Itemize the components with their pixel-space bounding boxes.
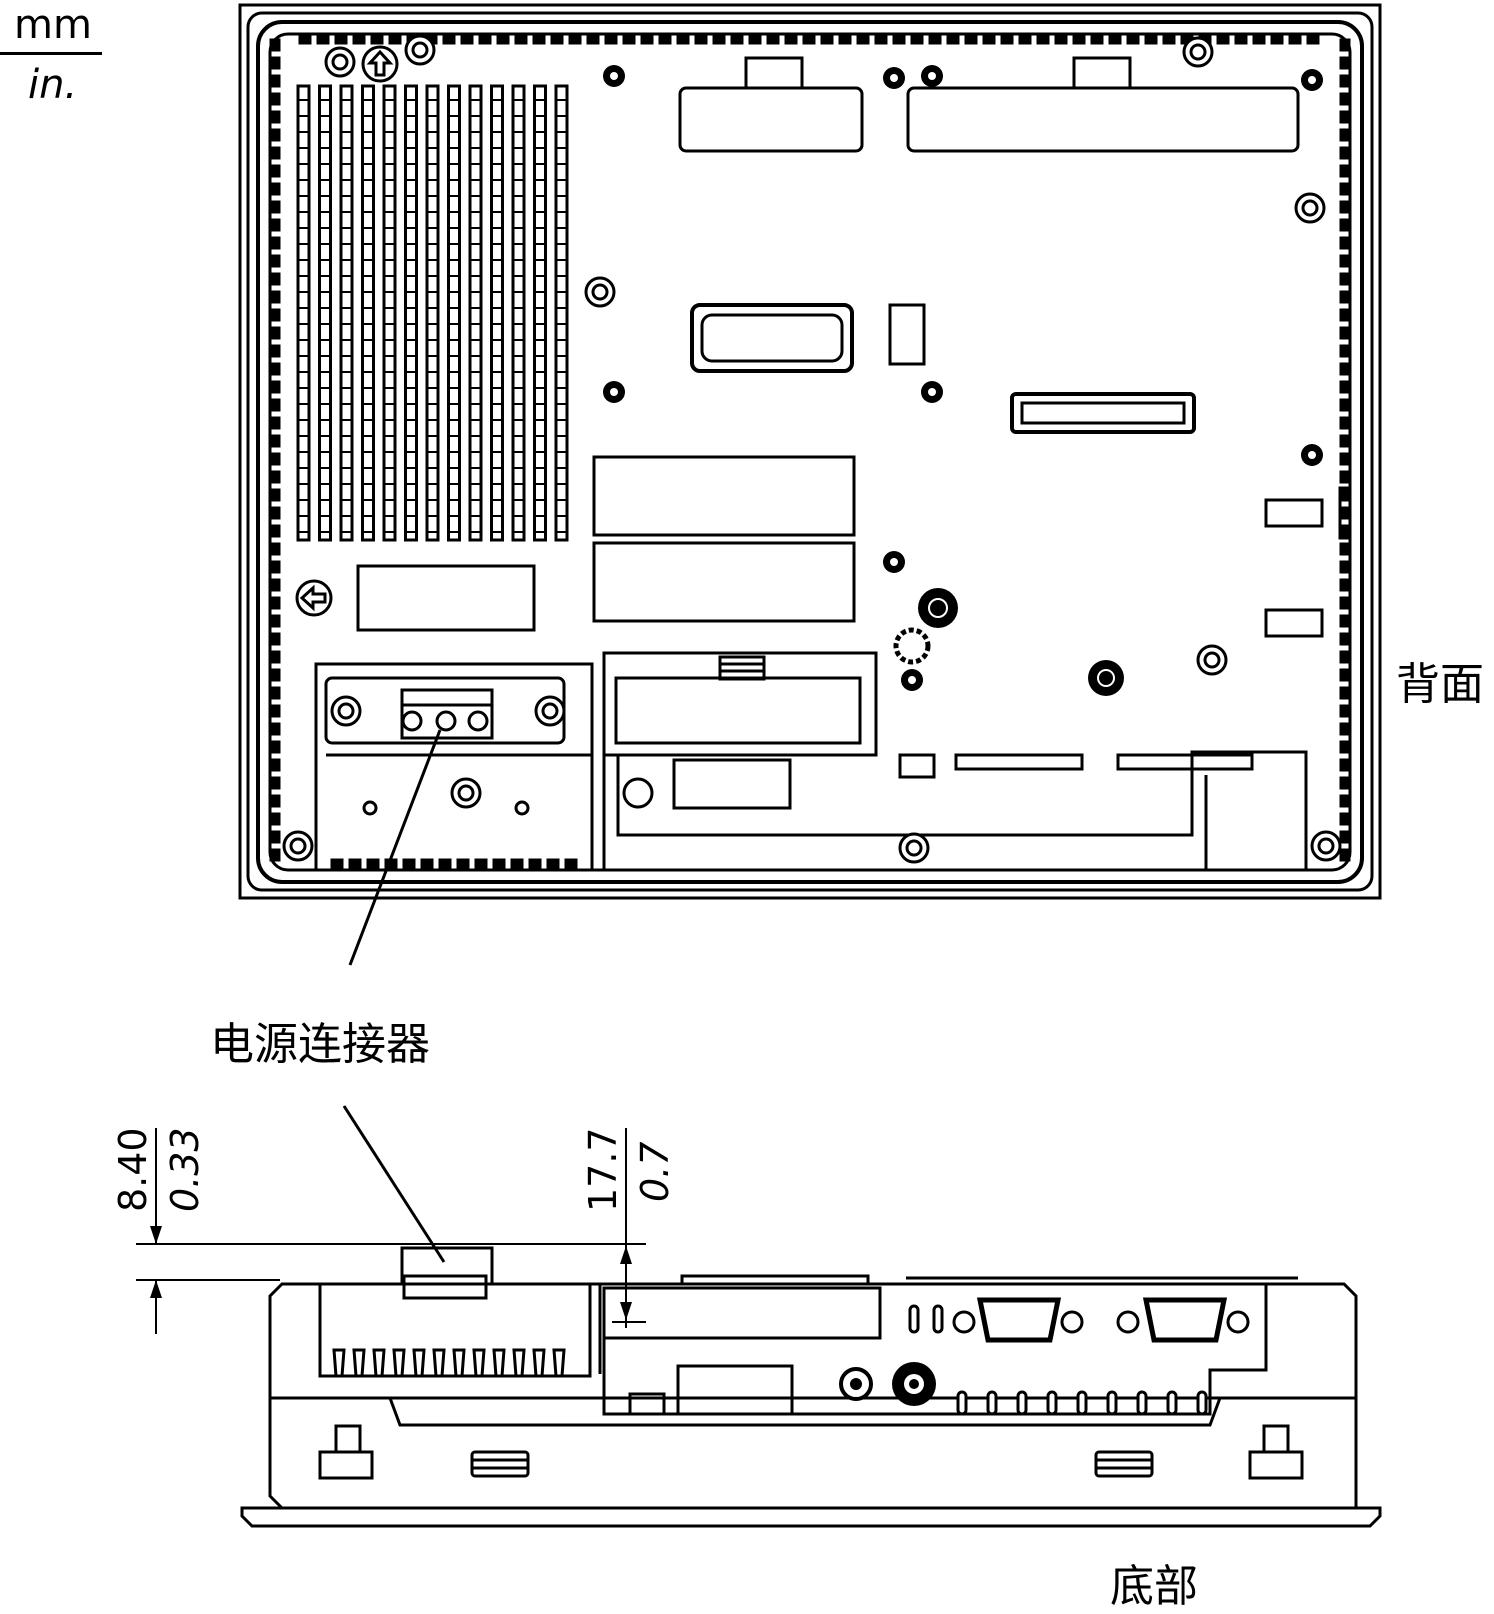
battery-cover (602, 651, 878, 757)
connector-bracket (324, 676, 566, 745)
bracket (672, 758, 792, 810)
dim-connector-mm: 8.40 (111, 1127, 155, 1212)
dim-height-mm: 17.7 (581, 1127, 625, 1212)
grip (718, 655, 766, 681)
battery-label (614, 676, 862, 745)
rear-outer-frame (238, 3, 1382, 900)
battery-lip (680, 1274, 870, 1286)
terminal-mid (402, 1274, 488, 1300)
housing-body (268, 1282, 1358, 1510)
dim-connector-in: 0.33 (163, 1127, 207, 1212)
led-window-1 (1264, 498, 1324, 528)
power-connector-label: 电源连接器 (210, 1019, 430, 1070)
bottom-view (240, 1246, 1382, 1528)
front-bezel (240, 1506, 1382, 1528)
tab-2 (1072, 56, 1132, 90)
arrow-left-icon (295, 579, 333, 617)
side-notch (1338, 486, 1352, 540)
clip-right (1248, 1450, 1304, 1480)
pin-row (956, 1390, 1208, 1416)
card-slot-inner (1020, 401, 1186, 425)
bottom-fasteners (839, 1362, 936, 1406)
db9-connector-icon (908, 1297, 1250, 1343)
small-slot (888, 303, 926, 366)
rear-fasteners (282, 34, 1342, 864)
leader-line-rear (348, 729, 442, 966)
bottom-view-label: 底部 (1110, 1561, 1198, 1612)
label-plate-3 (592, 455, 856, 537)
battery-side (602, 1286, 882, 1340)
vent-grille (296, 84, 569, 542)
grip-left (470, 1450, 530, 1478)
unit-mm-label: mm (14, 2, 92, 48)
port-stub-1 (898, 753, 936, 779)
grip-right (1094, 1450, 1154, 1478)
power-terminal (400, 688, 494, 740)
fin-teeth (332, 1348, 566, 1378)
label-plate-2 (906, 86, 1300, 153)
port-section (602, 1284, 1268, 1416)
edge-teeth (269, 33, 1351, 870)
rear-frame-2 (246, 11, 1374, 892)
port-stub-3 (1116, 753, 1254, 771)
led-window-2 (1264, 608, 1324, 638)
power-bay (314, 662, 594, 872)
label-plate-5 (356, 564, 536, 632)
unit-in-label: in. (28, 62, 78, 108)
unit-divider (0, 52, 102, 55)
rear-view (238, 3, 1382, 900)
terminal-top (400, 1246, 494, 1286)
bracket-side (676, 1364, 794, 1416)
dimension-lines (136, 1128, 646, 1334)
leader-line-bottom (342, 1105, 446, 1263)
housing-step (388, 1397, 1222, 1427)
dim-height-in: 0.7 (633, 1142, 677, 1202)
label-plate-1 (678, 86, 864, 153)
usb-slot-inner (700, 313, 844, 363)
clip-left (318, 1450, 374, 1480)
label-plate-4 (592, 541, 856, 623)
card-slot (1010, 392, 1196, 434)
usb-slot-frame (690, 303, 854, 373)
rear-frame-3 (256, 20, 1364, 884)
port-stub-2 (954, 753, 1084, 771)
rear-view-label: 背面 (1396, 659, 1484, 710)
tab-1 (744, 56, 804, 90)
port-bay (602, 750, 1308, 872)
arrow-up-icon (361, 45, 399, 83)
